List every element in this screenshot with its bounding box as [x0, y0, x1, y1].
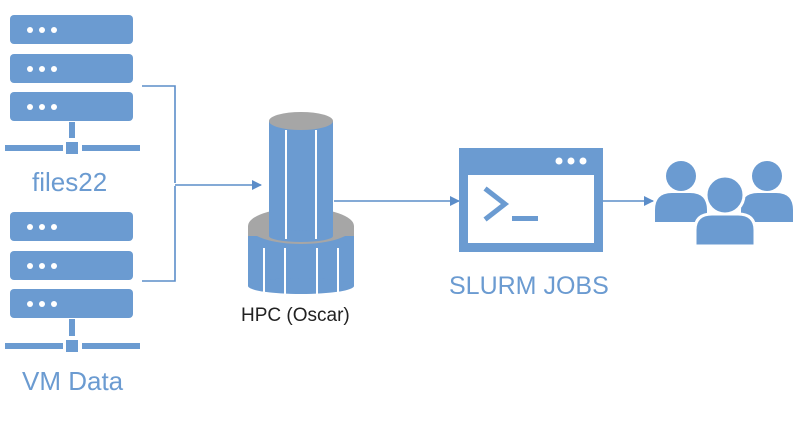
server-unit: [10, 251, 133, 280]
connector-servers-to-hpc: [142, 85, 262, 282]
users-group-icon: [655, 161, 793, 248]
server-stack-icon: [5, 212, 140, 352]
server-unit: [10, 15, 133, 44]
hpc-label: HPC (Oscar): [241, 305, 350, 326]
server-unit: [10, 212, 133, 241]
server-unit: [10, 92, 133, 121]
terminal-window-icon: [459, 148, 603, 252]
vm-data-label: VM Data: [22, 366, 124, 396]
server-unit: [10, 54, 133, 83]
server-stack-icon: [5, 15, 140, 154]
server-unit: [10, 289, 133, 318]
slurm-jobs-label: SLURM JOBS: [449, 272, 609, 300]
database-cylinder-icon: [248, 112, 354, 295]
files22-label: files22: [32, 167, 108, 197]
